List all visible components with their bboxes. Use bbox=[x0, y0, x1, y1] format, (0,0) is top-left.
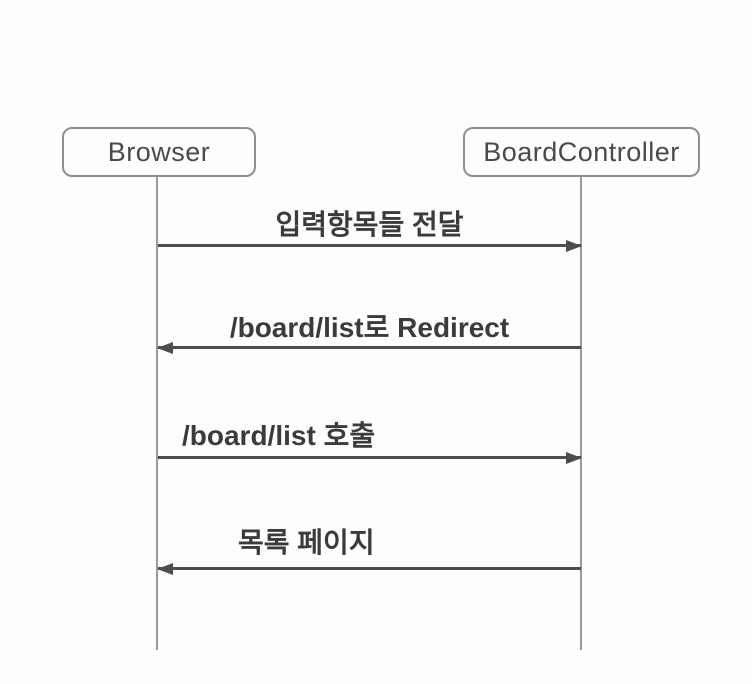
actor-label-browser: Browser bbox=[107, 136, 211, 167]
lifeline-browser bbox=[156, 177, 158, 650]
message-arrow-right bbox=[158, 239, 582, 252]
lifeline-boardcontroller bbox=[580, 177, 582, 650]
message-arrow-left bbox=[157, 341, 581, 354]
message-arrow-left bbox=[157, 562, 581, 575]
arrowhead-right-icon bbox=[566, 239, 582, 252]
message-label-call-list: /board/list 호출 bbox=[182, 420, 376, 451]
arrowhead-left-icon bbox=[157, 341, 173, 354]
actor-label-boardcontroller: BoardController bbox=[483, 136, 680, 167]
actor-box-boardcontroller: BoardController bbox=[463, 127, 700, 177]
arrowhead-left-icon bbox=[157, 562, 173, 575]
arrowhead-right-icon bbox=[566, 451, 582, 464]
message-label-input-items: 입력항목들 전달 bbox=[275, 209, 464, 240]
actor-box-browser: Browser bbox=[62, 127, 256, 177]
message-label-list-page: 목록 페이지 bbox=[238, 527, 375, 558]
message-label-redirect: /board/list로 Redirect bbox=[229, 312, 510, 343]
message-arrow-right bbox=[158, 451, 582, 464]
